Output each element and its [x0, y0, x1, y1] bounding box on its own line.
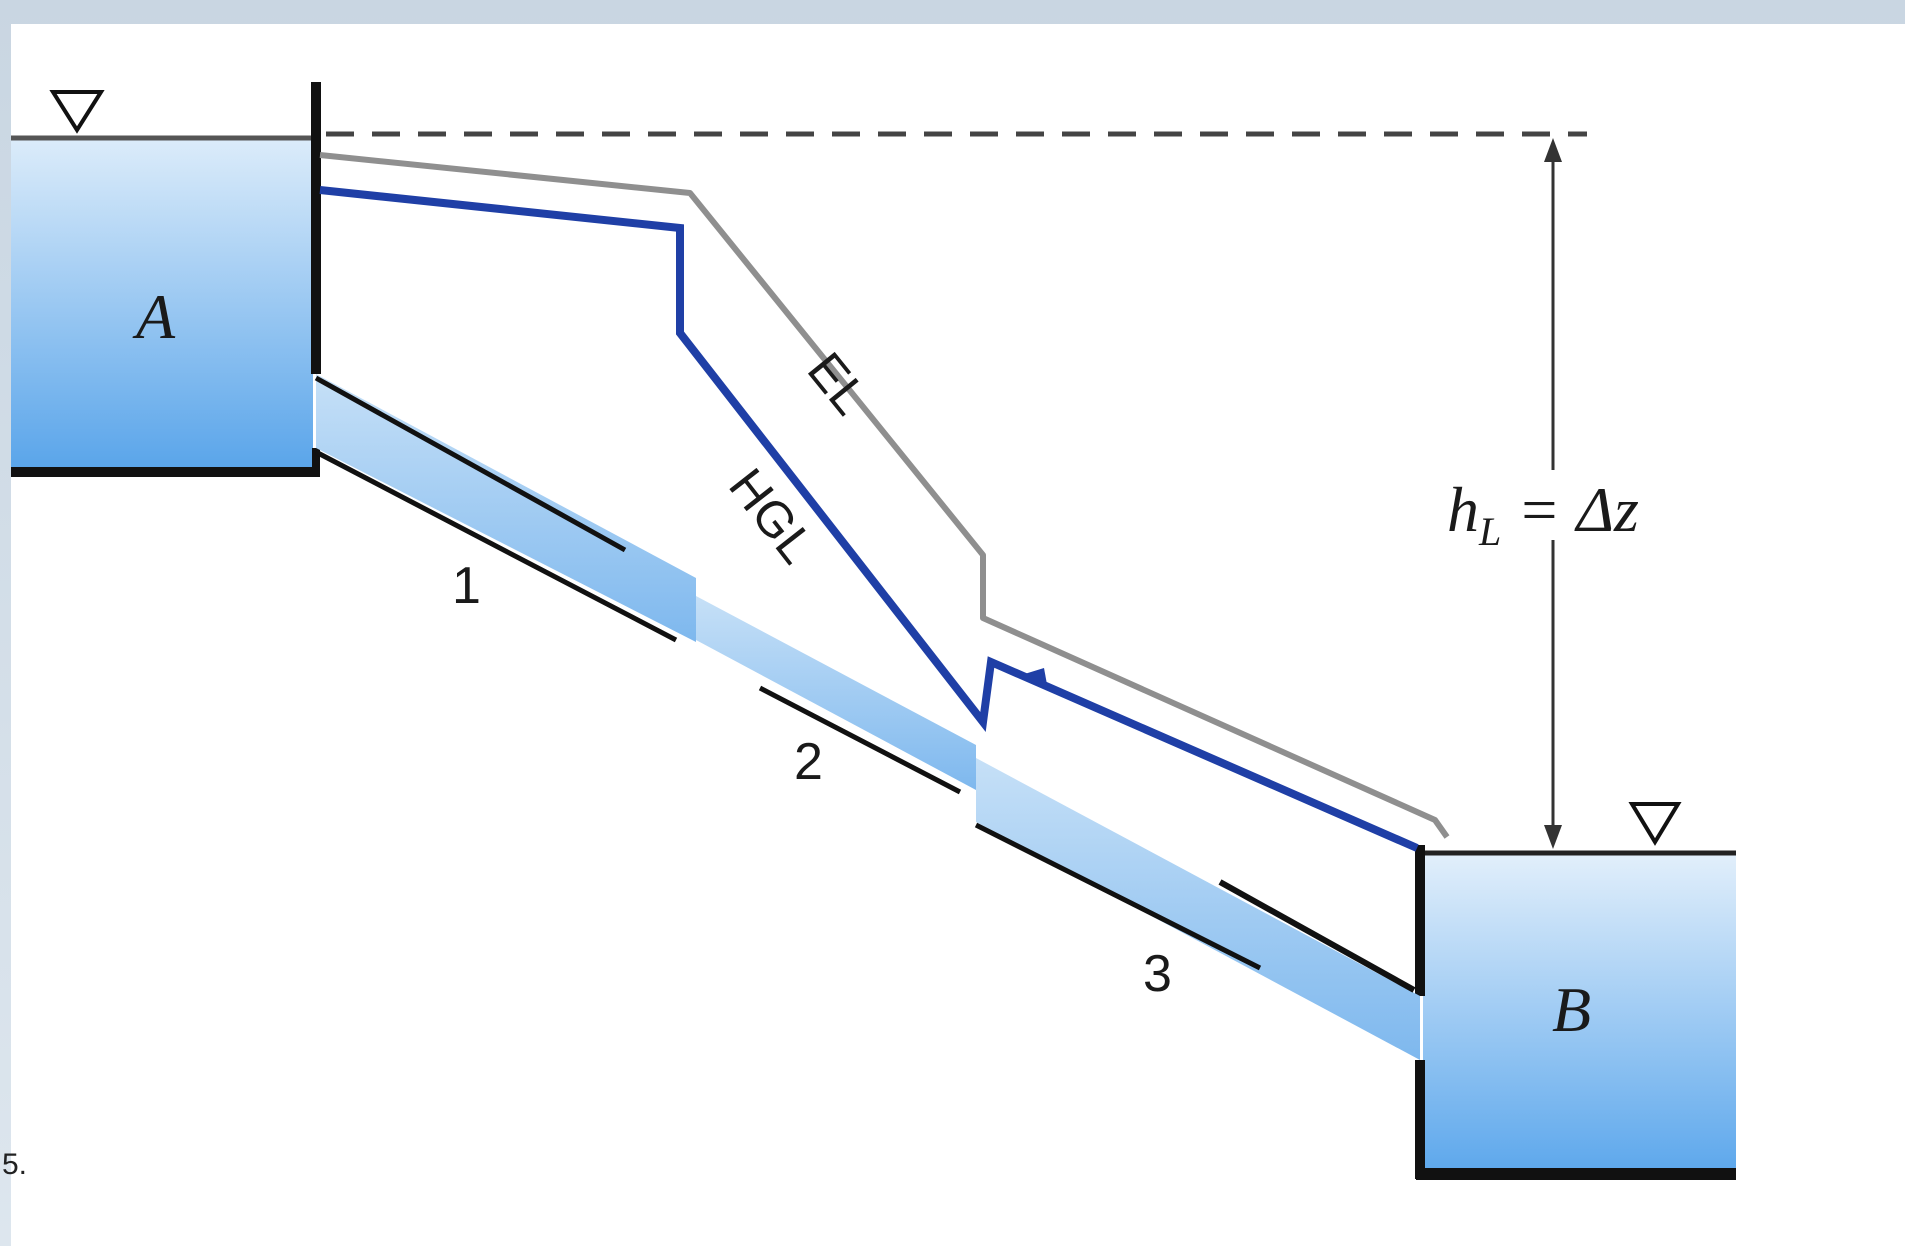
- pipe-1-label: 1: [452, 557, 481, 615]
- reservoir-b-label: B: [1552, 974, 1592, 1045]
- reservoir-a-water: [11, 138, 313, 468]
- dimension-arrow-down-icon: [1544, 825, 1562, 849]
- water-surface-marker-a-icon: [49, 90, 105, 134]
- pipe-3-bottom-edge: [974, 822, 1262, 971]
- head-loss-subscript: L: [1479, 508, 1502, 554]
- pipe-2-bottom-edge: [758, 685, 962, 795]
- pipe-3-top-edge: [1218, 879, 1416, 993]
- dimension-label-gap: [1548, 470, 1560, 540]
- pipe-1: [316, 374, 696, 642]
- head-loss-rhs: = Δz: [1517, 474, 1639, 545]
- pipe-1-top-edge: [314, 375, 627, 553]
- pipe-2: [696, 596, 976, 790]
- pipe-2-label: 2: [794, 733, 823, 791]
- pipe-3: [976, 758, 1420, 1060]
- reservoir-a-label: A: [136, 281, 176, 352]
- head-loss-symbol: h: [1447, 474, 1479, 545]
- reservoir-b-water: [1423, 853, 1736, 1170]
- energy-line: [319, 152, 1450, 839]
- corner-fragment: 5.: [2, 1148, 28, 1181]
- flow-arrow-icon: [1018, 668, 1048, 690]
- hydraulic-grade-line: [319, 186, 1419, 852]
- pipe-3-label: 3: [1143, 945, 1172, 1003]
- dimension-arrow-up-icon: [1544, 138, 1562, 162]
- pipe-1-bottom-edge: [314, 449, 678, 643]
- water-surface-marker-b-icon: [1628, 802, 1682, 846]
- head-loss-label: hL = Δz: [1447, 478, 1639, 552]
